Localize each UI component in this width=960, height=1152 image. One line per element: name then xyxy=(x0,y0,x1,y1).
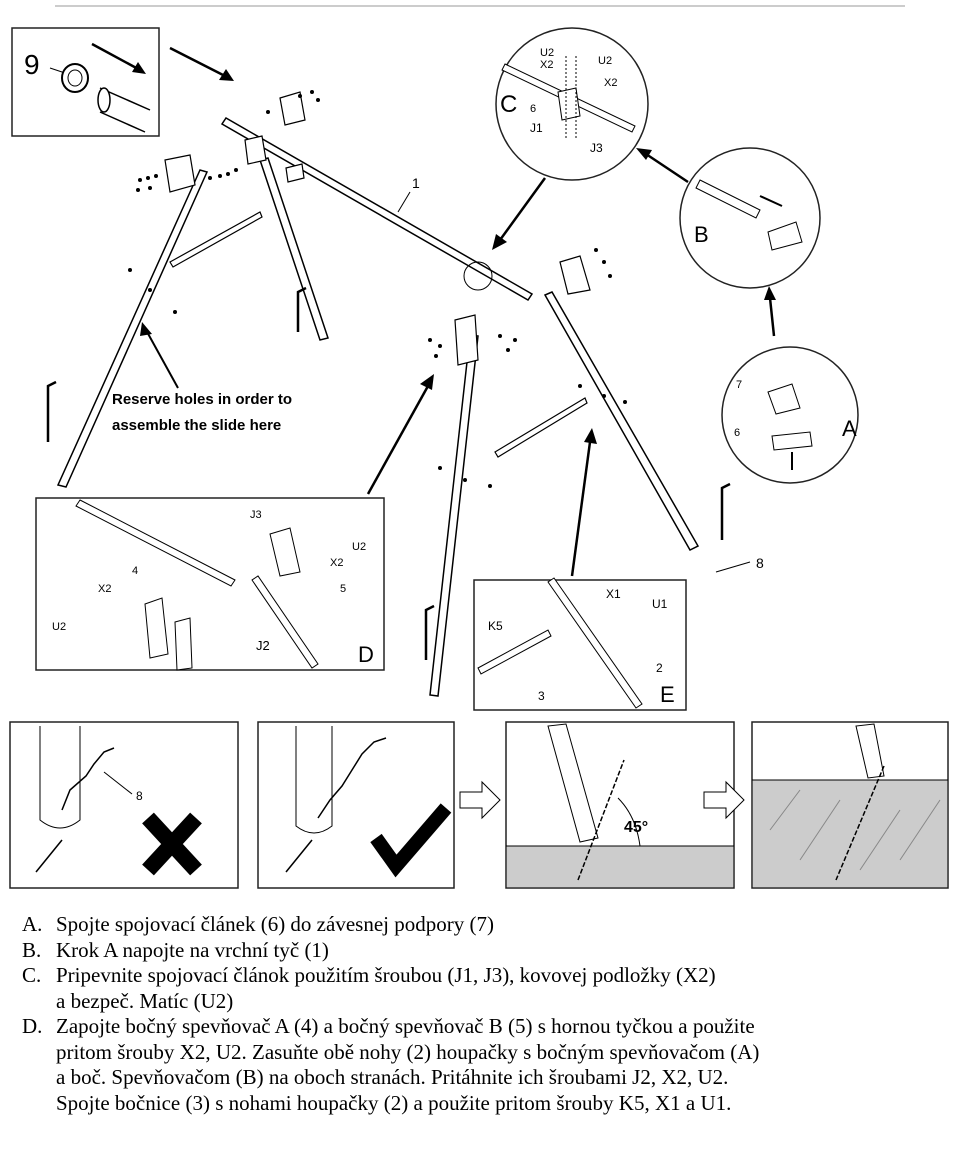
arrow-right-icon xyxy=(459,780,501,820)
instructions-list: A. Spojte spojovací článek (6) do závesne… xyxy=(22,912,952,1116)
part-6-label: 6 xyxy=(734,427,740,439)
inset-b-letter: B xyxy=(694,222,709,247)
part-j3-label: J3 xyxy=(590,141,603,155)
part-8-label: 8 xyxy=(756,555,764,571)
inset-b: B xyxy=(679,147,821,289)
part-1-label: 1 xyxy=(412,175,420,191)
step-text: pritom šrouby X2, U2. Zasuňte obě nohy (… xyxy=(56,1039,760,1064)
step-text: Spojte spojovací článek (6) do závesnej … xyxy=(56,912,494,936)
hardware-dots xyxy=(128,90,627,488)
swing-frame xyxy=(56,91,700,697)
anchor-panel-correct xyxy=(257,721,455,889)
anchor-panel-ground xyxy=(751,721,949,889)
step-letter: D. xyxy=(22,1014,43,1038)
instruction-step-c: C. Pripevnite spojovací článok použitím š… xyxy=(22,963,952,989)
part-3-label: 3 xyxy=(538,689,545,703)
instruction-step-a: A. Spojte spojovací článek (6) do závesne… xyxy=(22,912,952,938)
anchor-panel-wrong: 8 xyxy=(9,721,239,889)
part-u1-label: U1 xyxy=(652,597,668,611)
part-x2-label: X2 xyxy=(98,583,111,595)
step-letter: C. xyxy=(22,963,42,987)
step-text: Krok A napojte na vrchní tyč (1) xyxy=(56,937,329,962)
part-j3-label: J3 xyxy=(250,509,262,521)
inset-c: C U2 X2 U2 X2 6 J1 J3 xyxy=(495,27,649,181)
part-x2-label: X2 xyxy=(330,557,343,569)
inset-9: 9 xyxy=(11,27,160,137)
wrong-x-icon xyxy=(142,812,202,876)
part-7-label: 7 xyxy=(736,379,742,391)
inset-e: X1 U1 K5 2 3 E xyxy=(473,577,687,711)
part-4-label: 4 xyxy=(132,565,138,577)
correct-check-icon xyxy=(370,803,452,878)
assembly-diagram: 9 1 xyxy=(9,5,949,889)
inset-a-letter: A xyxy=(842,416,857,441)
angle-label: 45° xyxy=(624,819,648,836)
part-5-label: 5 xyxy=(340,583,346,595)
arrow-right-icon xyxy=(703,780,745,820)
part-6-label: 6 xyxy=(530,103,536,115)
part-u2-label: U2 xyxy=(352,541,366,553)
instruction-step-d: D. Zapojte bočný spevňovač A (4) a bočný … xyxy=(22,1014,952,1040)
part-x2-label: X2 xyxy=(604,77,617,89)
step-text: Spojte bočnice (3) s nohami houpačky (2)… xyxy=(56,1090,732,1115)
part-x2-label: X2 xyxy=(540,59,553,71)
inset-c-letter: C xyxy=(500,91,517,118)
part-u2-label: U2 xyxy=(598,55,612,67)
part-j2-label: J2 xyxy=(256,638,270,653)
inset-d-letter: D xyxy=(358,642,374,667)
step-letter: B. xyxy=(22,937,42,962)
inset-e-letter: E xyxy=(660,682,675,707)
ground-stakes xyxy=(46,286,731,660)
part-9-label: 9 xyxy=(24,49,40,80)
anchor-panel-angle: 45° xyxy=(505,721,735,889)
step-text: a bezpeč. Matíc (U2) xyxy=(56,988,234,1013)
part-j1-label: J1 xyxy=(530,121,543,135)
inset-d: J3 U2 X2 5 4 X2 U2 J2 D xyxy=(35,497,385,671)
step-text: Zapojte bočný spevňovač A (4) a bočný sp… xyxy=(56,1014,755,1038)
step-text: a boč. Spevňovačom (B) na oboch stranách… xyxy=(56,1065,729,1089)
step-text: Pripevnite spojovací článok použitím šro… xyxy=(56,963,716,987)
part-x1-label: X1 xyxy=(606,587,621,601)
part-2-label: 2 xyxy=(656,661,663,675)
anchor-label: 8 xyxy=(136,789,143,803)
part-u2-label: U2 xyxy=(540,47,554,59)
reserve-note-line1: Reserve holes in order to xyxy=(112,391,292,408)
part-u2-label: U2 xyxy=(52,621,66,633)
inset-a: 7 6 A xyxy=(721,346,859,484)
part-k5-label: K5 xyxy=(488,619,503,633)
instruction-step-b: B. Krok A napojte na vrchní tyč (1) xyxy=(22,938,952,964)
reserve-note-line2: assemble the slide here xyxy=(112,417,281,434)
step-letter: A. xyxy=(22,912,43,936)
